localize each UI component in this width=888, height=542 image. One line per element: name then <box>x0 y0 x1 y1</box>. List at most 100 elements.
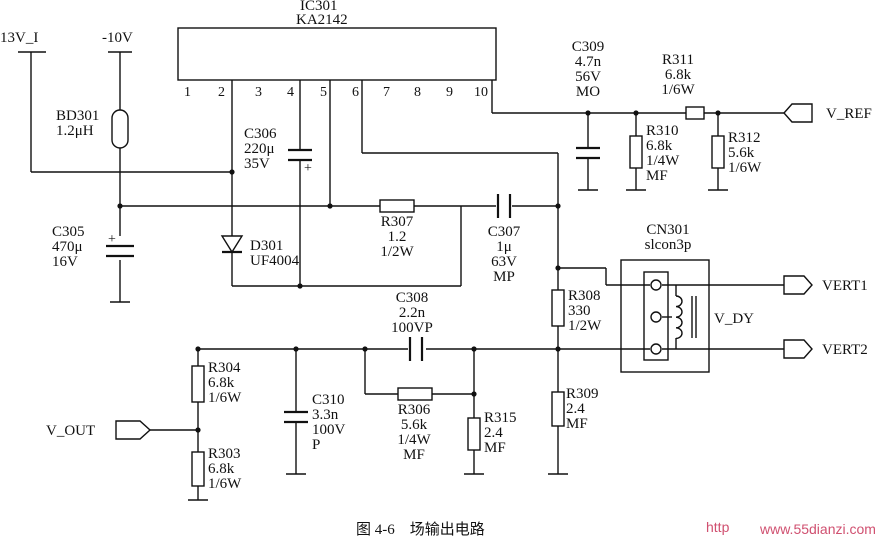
bd301-label-line-2: 1.2μH <box>56 123 94 139</box>
rail-10v-label: -10V <box>102 30 133 46</box>
c305-label-line-2: 470μ <box>52 239 83 255</box>
r311-symbol <box>685 106 705 120</box>
watermark-site: www.55dianzi.com <box>759 521 876 537</box>
r307-symbol <box>379 199 415 213</box>
c305-label-line-1: C305 <box>52 224 85 240</box>
c309-symbol <box>576 146 600 160</box>
r308-label-line-1: R308 <box>568 288 601 304</box>
r310-label-line-2: 6.8k <box>646 138 673 154</box>
v-dy-label: V_DY <box>714 311 754 327</box>
bd301-label-line-1: BD301 <box>56 108 99 124</box>
r304-label-line-2: 6.8k <box>208 375 235 391</box>
vert1-label: VERT1 <box>822 278 868 294</box>
c309-label-line-4: MO <box>576 84 600 100</box>
c305-label-line-3: 16V <box>52 254 78 270</box>
c306-label-line-3: 35V <box>244 156 270 172</box>
r312-symbol <box>711 135 725 169</box>
c307-symbol <box>496 194 512 218</box>
r312-label-line-3: 1/6W <box>728 160 762 176</box>
vert2-label: VERT2 <box>822 342 868 358</box>
bd301-symbol <box>111 109 129 149</box>
ic301-pin-6: 6 <box>352 85 359 100</box>
r306-label-line-4: MF <box>403 447 425 463</box>
r308-label-line-3: 1/2W <box>568 318 602 334</box>
ic301-pin-8: 8 <box>414 85 421 100</box>
cn301-label-line-2: slcon3p <box>645 237 692 253</box>
junction-dots <box>117 110 721 433</box>
c305-symbol: + <box>106 232 134 258</box>
c307-label-line-3: 63V <box>491 254 517 270</box>
ground-stubs <box>188 189 728 501</box>
ic301-body <box>177 27 497 81</box>
r306-label-line-2: 5.6k <box>401 417 428 433</box>
svg-text:+: + <box>108 232 116 247</box>
r315-symbol <box>467 417 481 451</box>
r303-symbol <box>191 451 205 487</box>
c310-label-line-4: P <box>312 437 320 453</box>
ic301-pin-5: 5 <box>320 85 327 100</box>
r307-label-line-3: 1/2W <box>380 244 414 260</box>
ic301-pin-1: 1 <box>184 85 191 100</box>
cn301-label-line-1: CN301 <box>646 222 689 238</box>
d301-symbol <box>220 235 244 254</box>
ic301-pin-2: 2 <box>218 85 225 100</box>
r309-label-line-3: MF <box>566 416 588 432</box>
v-ref-connector <box>783 103 813 123</box>
r310-label-line-4: MF <box>646 168 668 184</box>
r315-label-line-3: MF <box>484 440 506 456</box>
r310-label-line-1: R310 <box>646 123 679 139</box>
watermark-prefix: http <box>706 519 730 535</box>
ic301-part: KA2142 <box>296 12 348 28</box>
c310-label-line-2: 3.3n <box>312 407 339 423</box>
c307-label-line-1: C307 <box>488 224 521 240</box>
r315-label-line-2: 2.4 <box>484 425 503 441</box>
r304-symbol <box>191 365 205 403</box>
r308-label-line-2: 330 <box>568 303 591 319</box>
wires <box>18 51 784 500</box>
r304-label-line-3: 1/6W <box>208 390 242 406</box>
r310-symbol <box>629 135 643 169</box>
c308-label-line-1: C308 <box>396 290 429 306</box>
r311-label-line-1: R311 <box>662 52 694 68</box>
c310-symbol <box>284 410 308 424</box>
v-ref-label: V_REF <box>826 106 872 122</box>
c306-label-line-1: C306 <box>244 126 277 142</box>
r303-label-line-2: 6.8k <box>208 461 235 477</box>
r309-label-line-1: R309 <box>566 386 599 402</box>
ic301-pin-9: 9 <box>446 85 453 100</box>
ic301-pin-7: 7 <box>383 85 390 100</box>
rail-13v-label: 13V_I <box>0 30 38 46</box>
r307-label-line-1: R307 <box>381 214 414 230</box>
r303-label-line-1: R303 <box>208 446 241 462</box>
svg-text:+: + <box>304 161 312 176</box>
r306-label-line-3: 1/4W <box>397 432 431 448</box>
ic301-pin-4: 4 <box>287 85 294 100</box>
figure-caption: 图 4-6 场输出电路 <box>356 521 485 538</box>
ic301-pin-10: 10 <box>474 85 488 100</box>
r309-label-line-2: 2.4 <box>566 401 585 417</box>
c310-label-line-3: 100V <box>312 422 346 438</box>
r312-label-line-1: R312 <box>728 130 761 146</box>
c306-label-line-2: 220μ <box>244 141 275 157</box>
cn301-connector <box>620 259 710 373</box>
c308-label-line-2: 2.2n <box>399 305 426 321</box>
r306-label-line-1: R306 <box>398 402 431 418</box>
